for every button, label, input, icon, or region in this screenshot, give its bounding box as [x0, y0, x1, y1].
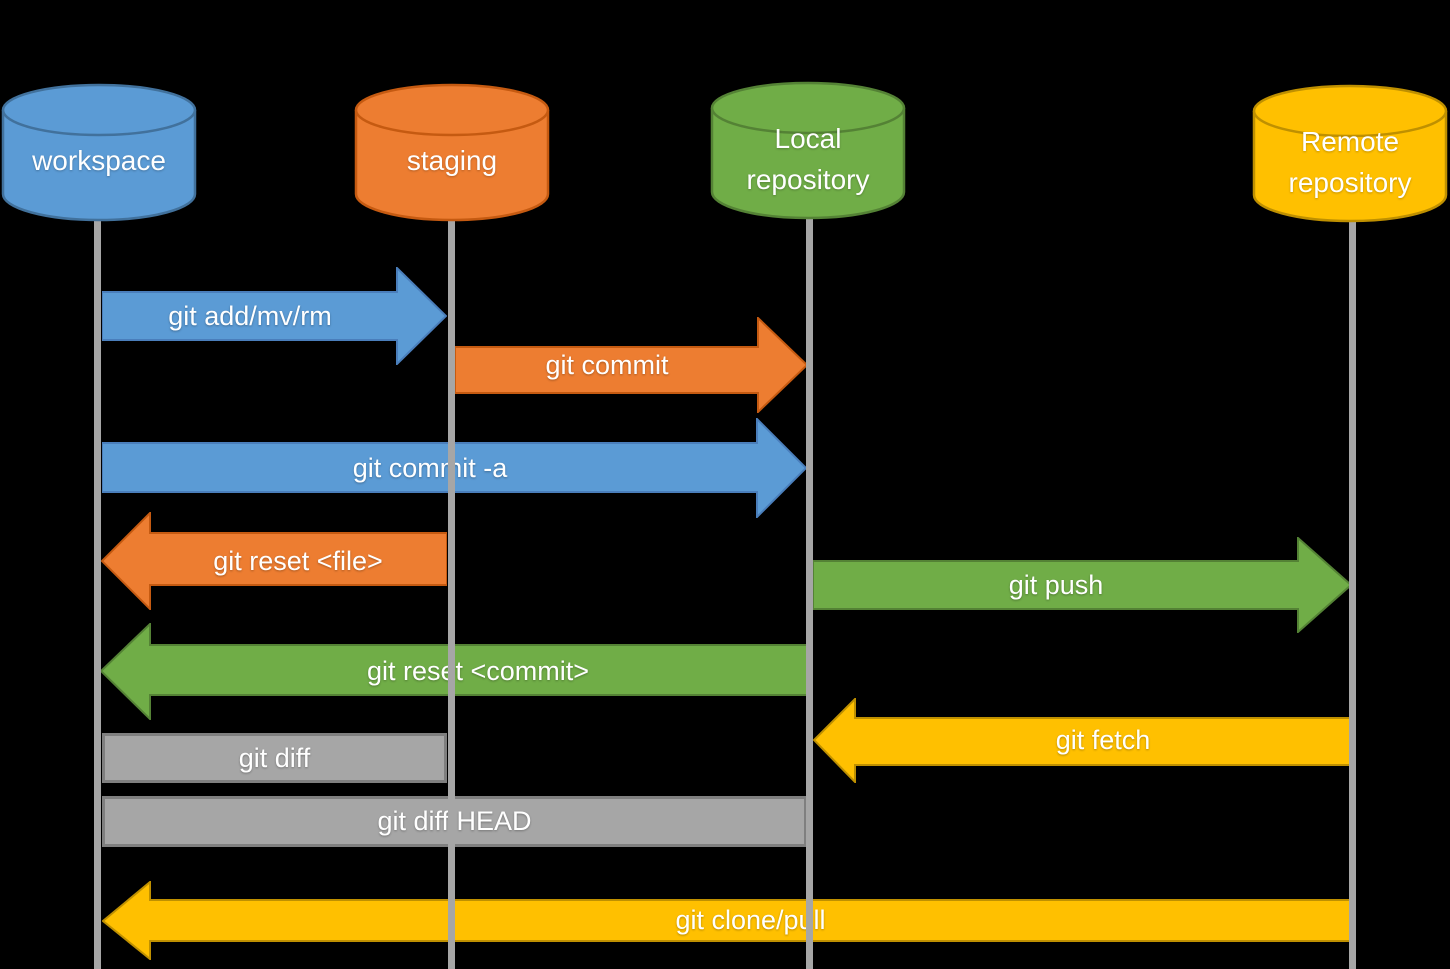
cylinder-body: [1, 110, 197, 222]
git-add-mv-rm-label: git add/mv/rm: [168, 300, 332, 331]
cylinder-top: [354, 83, 550, 137]
local-repository-label-line2: repository: [746, 164, 870, 195]
git-reset-file-arrow: git reset <file>: [101, 512, 447, 610]
git-reset-file-label: git reset <file>: [213, 545, 383, 576]
remote-repository-label-line1: Remote: [1300, 125, 1400, 157]
cylinder-body: [354, 110, 550, 222]
git-add-mv-rm-arrow: git add/mv/rm: [102, 267, 447, 365]
bar-shape: [102, 733, 447, 783]
remote-repository-cylinder: Remote repository: [1251, 84, 1449, 224]
git-reset-commit-label: git reset <commit>: [366, 656, 590, 686]
cylinder-top: [710, 81, 906, 135]
cylinder-body: [1252, 111, 1448, 223]
arrow-shape: [101, 512, 447, 610]
remote-repository-lifeline: [1349, 213, 1356, 969]
git-commit-arrow: git commit: [455, 317, 808, 413]
git-diff-bar: git diff: [102, 733, 447, 783]
workspace-lifeline: [94, 213, 101, 969]
cylinder-top: [1, 83, 197, 137]
staging-cylinder: staging: [353, 83, 551, 223]
git-commit-label: git commit: [545, 349, 669, 380]
cylinder-body: [710, 108, 906, 220]
git-diff-label: git diff: [238, 742, 311, 773]
workspace-label-text: workspace: [32, 145, 166, 177]
arrow-shape: [455, 317, 808, 413]
remote-repository-label: Remote repository: [1251, 84, 1449, 224]
git-fetch-arrow: git fetch: [813, 698, 1352, 783]
remote-repository-label-line2: repository: [1288, 167, 1412, 198]
git-push-label: git push: [1008, 569, 1104, 600]
git-commit-a-label: git commit -a: [352, 452, 508, 483]
git-clone-pull-arrow: git clone/pull: [102, 881, 1352, 960]
arrow-shape: [813, 537, 1352, 633]
staging-label: staging: [353, 83, 551, 223]
local-repository-label: Local repository: [709, 81, 907, 221]
local-repository-lifeline: [806, 213, 813, 969]
arrow-shape: [102, 881, 1352, 960]
local-repository-label-line1: Local: [774, 122, 842, 154]
local-repository-cylinder: Local repository: [709, 81, 907, 221]
arrow-shape: [102, 267, 447, 365]
git-fetch-label: git fetch: [1055, 725, 1151, 755]
cylinder-top: [1252, 84, 1448, 138]
git-push-arrow: git push: [813, 537, 1352, 633]
staging-lifeline: [448, 213, 455, 969]
git-clone-pull-label: git clone/pull: [675, 905, 826, 935]
workspace-cylinder: workspace: [0, 83, 198, 223]
staging-label-text: staging: [406, 145, 498, 177]
arrow-shape: [813, 698, 1352, 783]
workspace-label: workspace: [0, 83, 198, 223]
